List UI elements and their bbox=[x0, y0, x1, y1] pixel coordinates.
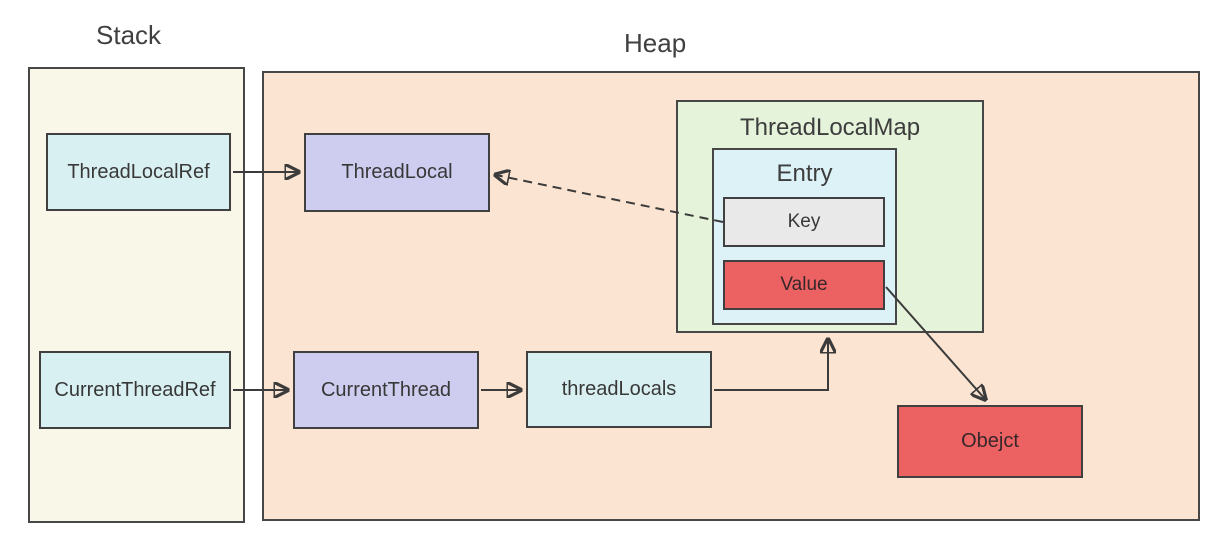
node-currentthreadref: CurrentThreadRef bbox=[39, 351, 231, 429]
heap-title: Heap bbox=[624, 28, 687, 58]
node-currentthread: CurrentThread bbox=[293, 351, 479, 429]
threadlocalmap-label: ThreadLocalMap bbox=[739, 114, 921, 141]
node-value: Value bbox=[723, 260, 885, 310]
node-threadlocalref: ThreadLocalRef bbox=[46, 133, 231, 211]
stack-title: Stack bbox=[96, 20, 162, 50]
node-object: Obejct bbox=[897, 405, 1083, 478]
node-key: Key bbox=[723, 197, 885, 247]
node-threadlocal: ThreadLocal bbox=[304, 133, 490, 212]
entry-label: Entry bbox=[776, 160, 833, 187]
node-threadlocals: threadLocals bbox=[526, 351, 712, 428]
